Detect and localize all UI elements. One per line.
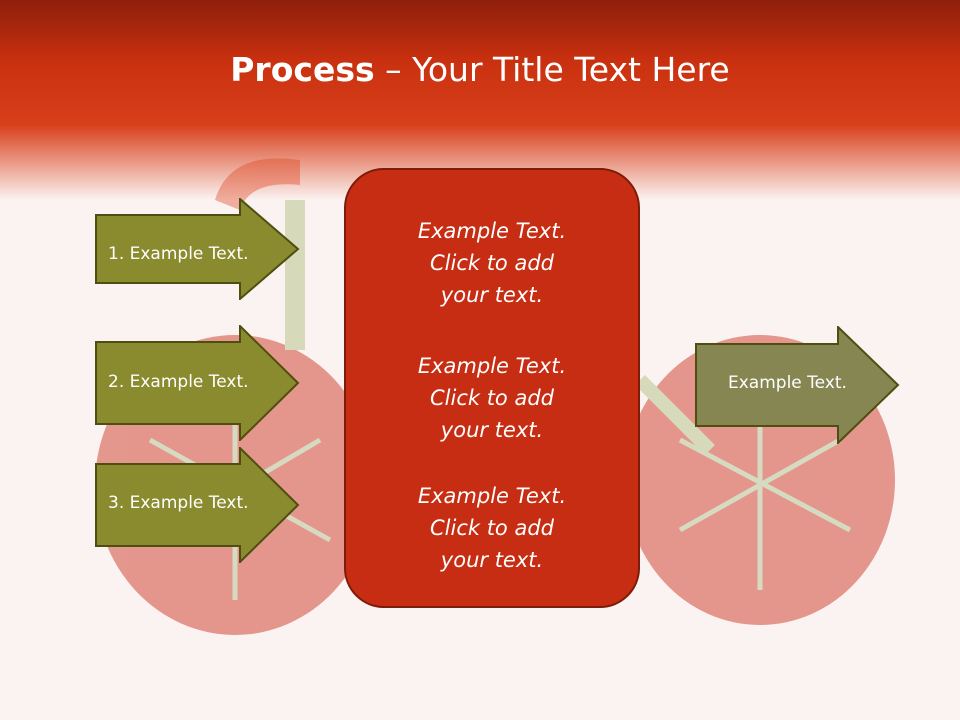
center-block-1-line2: Click to add <box>429 251 554 275</box>
arrow-label-2: 2. Example Text. <box>108 372 249 392</box>
center-block-2-line1: Example Text. <box>417 354 567 378</box>
center-block-3-line3: your text. <box>440 548 544 572</box>
center-text-box[interactable]: Example Text. Click to add your text. Ex… <box>344 168 640 608</box>
arrow-shape-3[interactable] <box>95 447 300 563</box>
arrow-label-right: Example Text. <box>728 373 847 393</box>
arrow-shape-1[interactable] <box>95 198 300 300</box>
center-block-1-line3: your text. <box>440 283 544 307</box>
arrow-label-1: 1. Example Text. <box>108 244 249 264</box>
arrow-label-3: 3. Example Text. <box>108 493 249 513</box>
center-block-2: Example Text. Click to add your text. <box>346 350 638 446</box>
title-rest: Your Title Text Here <box>412 50 730 89</box>
center-block-2-line2: Click to add <box>429 386 554 410</box>
header-banner <box>0 0 960 200</box>
title-bold: Process <box>230 50 375 89</box>
title-dash: – <box>374 50 413 89</box>
center-block-3: Example Text. Click to add your text. <box>346 480 638 576</box>
arrow-shape-right[interactable] <box>695 326 900 444</box>
center-block-1: Example Text. Click to add your text. <box>346 215 638 311</box>
center-block-1-line1: Example Text. <box>417 219 567 243</box>
center-block-3-line2: Click to add <box>429 516 554 540</box>
page-title: Process – Your Title Text Here <box>0 50 960 89</box>
arrow-shape-2[interactable] <box>95 325 300 441</box>
center-block-3-line1: Example Text. <box>417 484 567 508</box>
center-block-2-line3: your text. <box>440 418 544 442</box>
